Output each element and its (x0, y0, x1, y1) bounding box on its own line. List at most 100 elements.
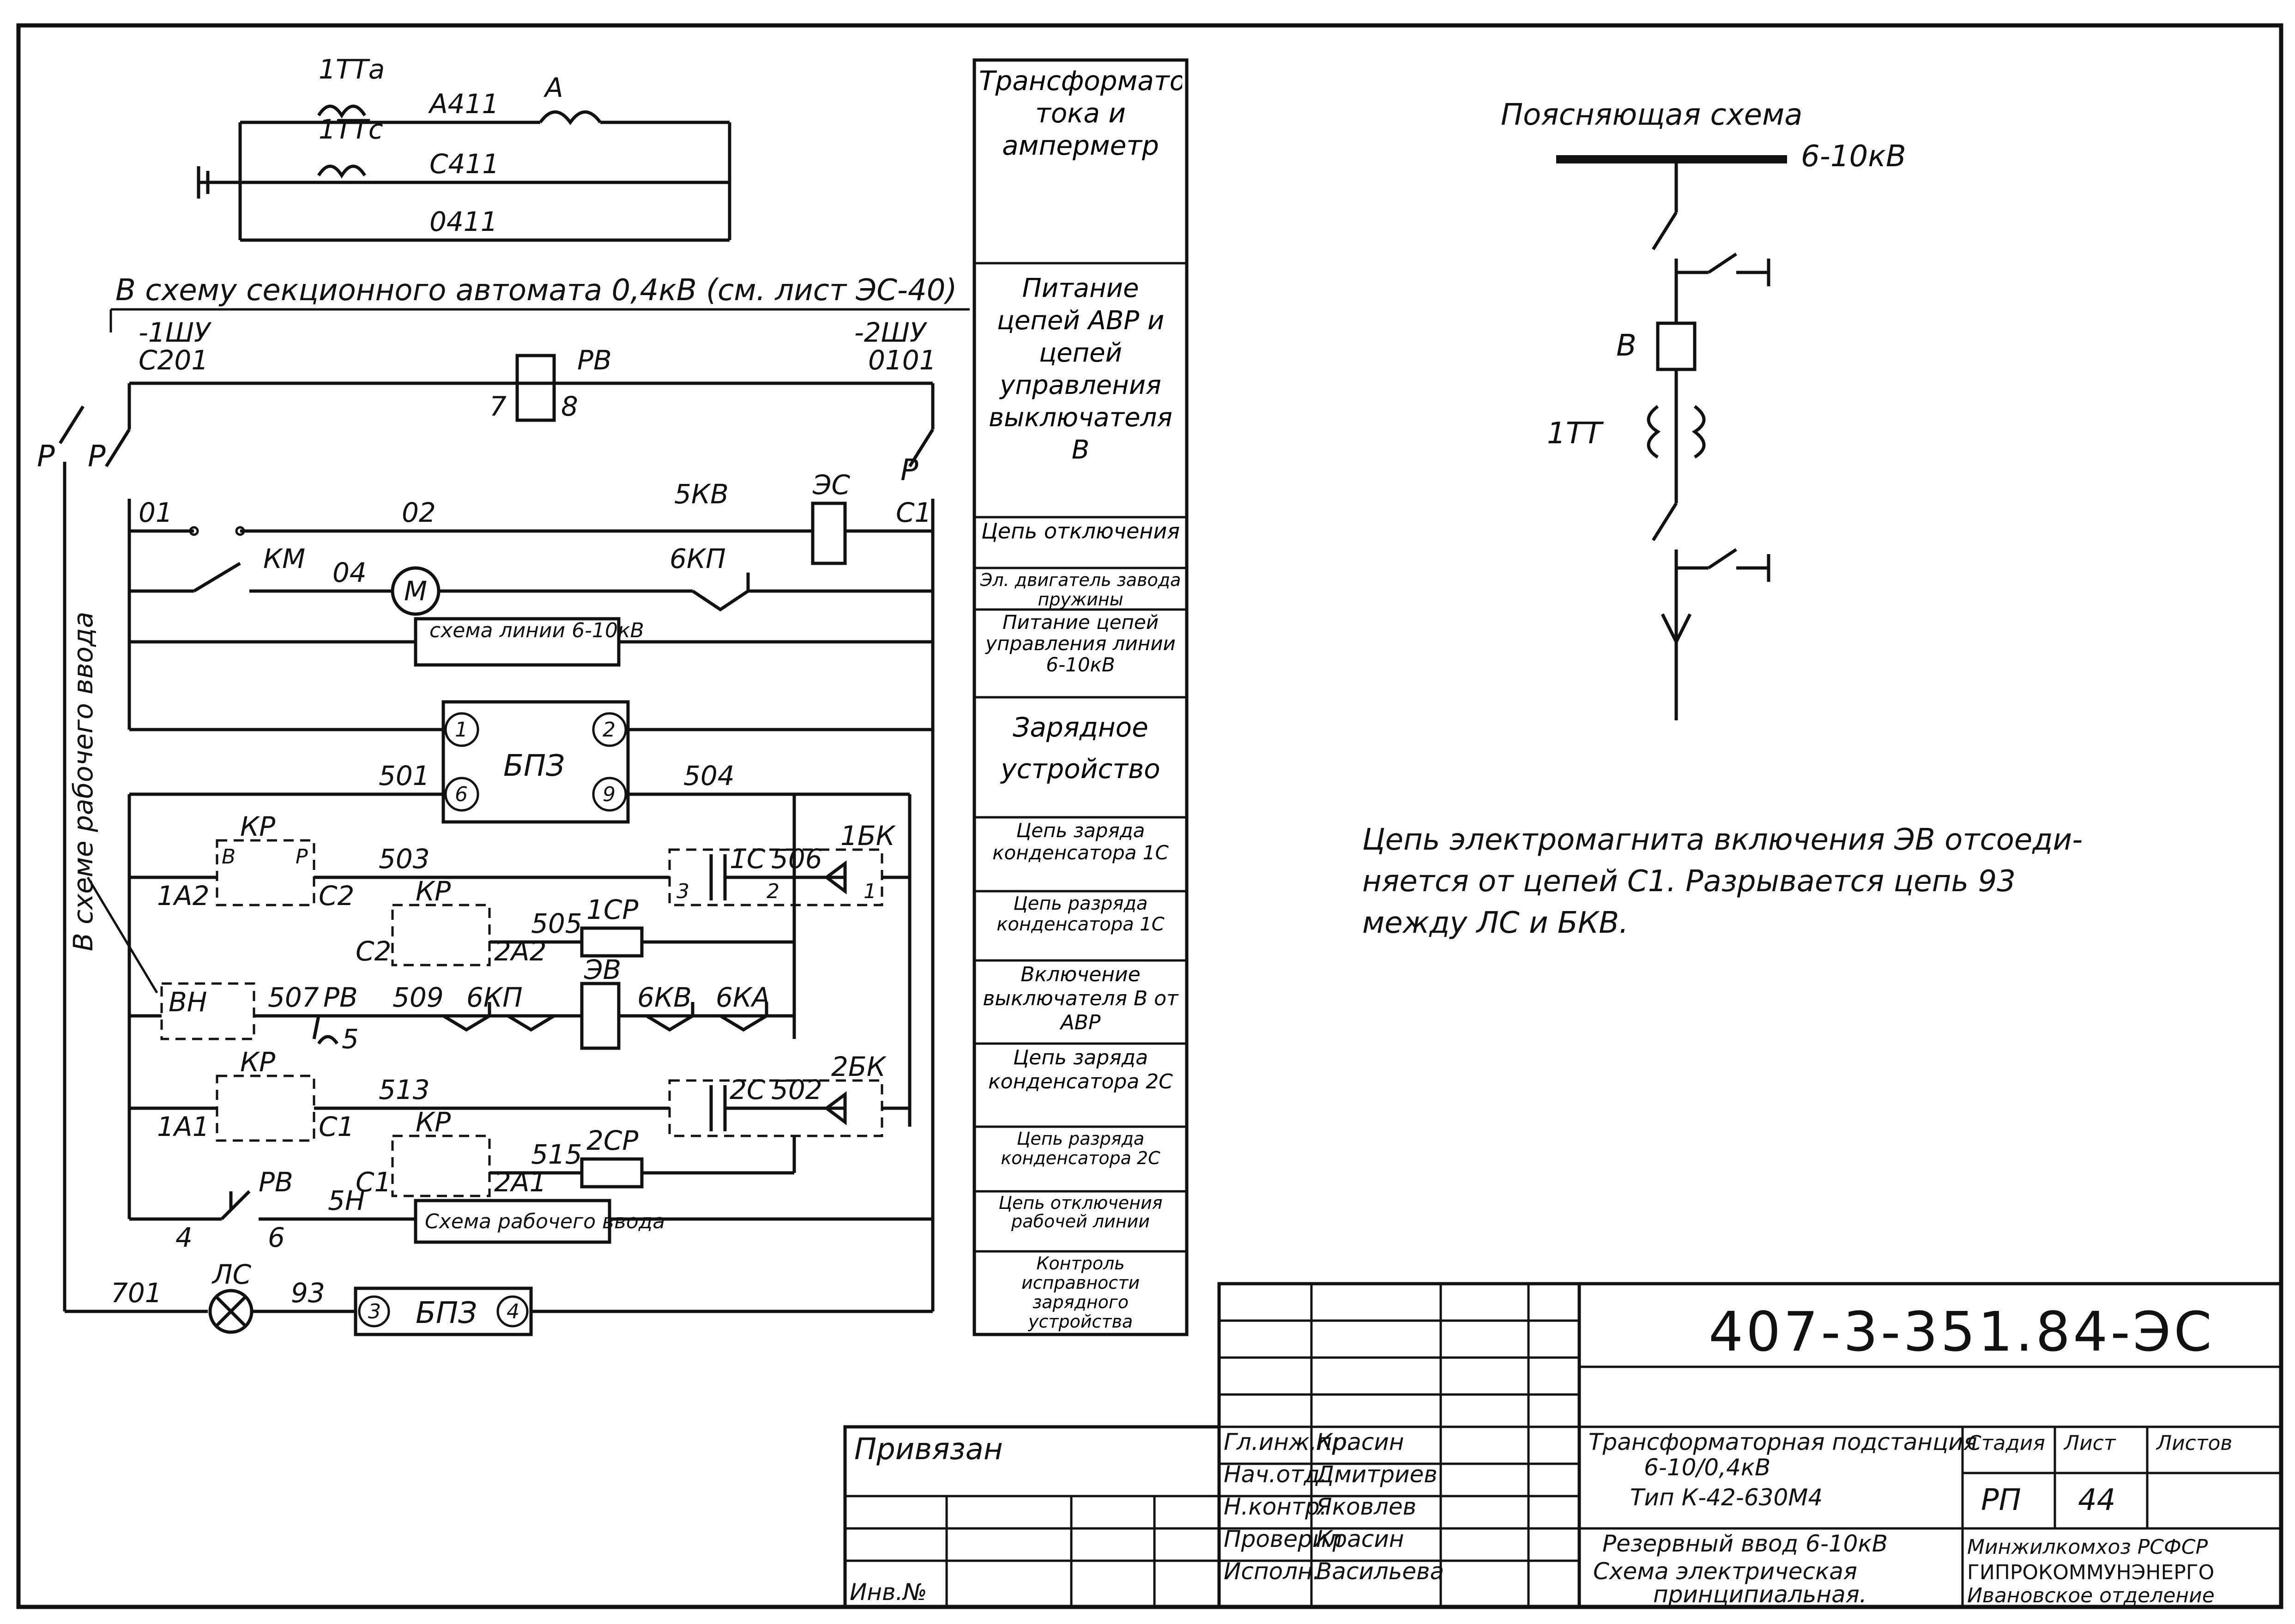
privyazan-label: Привязан (854, 1432, 1003, 1467)
n1cp-label: 1СР (586, 894, 638, 925)
n502-label: 502 (771, 1074, 822, 1105)
n6-label: 6 (268, 1222, 285, 1253)
pin-1-label: 1 (864, 880, 876, 903)
side-cell-2: Питание цепей АВР и цепей управления вык… (989, 273, 1172, 465)
n503-label: 503 (379, 843, 430, 875)
rail-right-bottom: 0101 (868, 344, 936, 376)
side-column: Трансформаторы тока и амперметр Питание … (972, 58, 1189, 1336)
rail-left-top: -1ШУ (139, 317, 212, 348)
org-line-1: Минжилкомхоз РСФСР (1967, 1535, 2208, 1559)
side-cell-8: Цепь разряда конденсатора 1С (997, 894, 1165, 935)
bpz-pin-2: 2 (603, 718, 616, 742)
org-line-2: ГИПРОКОММУНЭНЕРГО (1967, 1561, 2214, 1584)
bh-label: ВН (169, 986, 207, 1018)
ct-c-label: 1ТТс (319, 114, 383, 145)
wire-a-label: А411 (428, 88, 499, 120)
role-5: Исполн. (1224, 1558, 1320, 1585)
n6kb-label: 6КВ (637, 982, 692, 1013)
n6ka-label: 6КА (716, 982, 770, 1013)
ct-block: 1ТТа 1ТТс А411 С411 0411 А (197, 54, 731, 242)
line-scheme-label: схема линии 6-10кВ (429, 619, 644, 642)
sheet-line-1: Резервный ввод 6-10кВ (1602, 1530, 1888, 1557)
n1c-label: 1С (730, 843, 766, 875)
wire-c-label: С411 (429, 148, 499, 180)
pin-2-label: 2 (767, 880, 779, 903)
ct-a-label: 1ТТа (319, 54, 385, 85)
n5h-label: 5Н (328, 1185, 365, 1216)
explanatory-scheme: Поясняющая схема 6-10кВ В 1ТТ (1501, 98, 1906, 720)
n513-label: 513 (379, 1074, 430, 1105)
n515-label: 515 (531, 1139, 582, 1170)
sheet-line-2: Схема электрическая (1593, 1558, 1857, 1585)
name-1: Красин (1316, 1429, 1404, 1455)
note-line-3: между ЛС и БКВ. (1362, 906, 1628, 940)
bpz2-pin-4: 4 (507, 1300, 519, 1323)
n507-label: 507 (268, 982, 319, 1013)
eb-label: ЭВ (584, 954, 621, 985)
n505-label: 505 (531, 908, 582, 939)
main-header: В схему секционного автомата 0,4кВ (см. … (115, 273, 957, 308)
n1bk-label: 1БК (840, 820, 896, 851)
side-cell-7: Цепь заряда конденсатора 1С (992, 820, 1169, 864)
inv-label: Инв.№ (850, 1579, 927, 1606)
n2a2-label: 2А2 (494, 936, 546, 967)
privyazan-block: Привязан Инв.№ (843, 1425, 1221, 1609)
bpz-label: БПЗ (503, 749, 565, 783)
name-5: Васильева (1316, 1558, 1444, 1585)
b-label: В (222, 845, 236, 869)
n509-label: 509 (393, 982, 444, 1013)
p1-label: Р (37, 440, 55, 474)
n93-label: 93 (291, 1277, 325, 1309)
explanatory-title: Поясняющая схема (1501, 98, 1802, 132)
explanatory-voltage: 6-10кВ (1801, 139, 1906, 174)
project-line-2: 6-10/0,4кВ (1644, 1454, 1770, 1481)
role-3: Н.контр. (1224, 1493, 1327, 1520)
title-block: 407-3-351.84-ЭС Гл.инж.пр. Нач.отд. Н.ко… (1217, 1282, 2283, 1609)
sheets-header: Листов (2156, 1431, 2232, 1455)
lc-label: ЛС (211, 1259, 252, 1290)
c1-label: С1 (896, 497, 931, 528)
nc2-label: С2 (319, 880, 354, 912)
n7-label: 7 (489, 391, 507, 422)
rail-right-top: -2ШУ (854, 317, 928, 348)
n2cp-label: 2СР (586, 1125, 638, 1156)
note-line-1: Цепь электромагнита включения ЭВ отсоеди… (1362, 823, 2083, 857)
side-cell-9: Включение выключателя В от АВР (983, 963, 1178, 1034)
kp4-label: КР (416, 1106, 451, 1138)
n8-label: 8 (561, 391, 578, 422)
n506-label: 506 (771, 843, 822, 875)
name-2: Дмитриев (1315, 1461, 1437, 1488)
stage-value: РП (1981, 1483, 2021, 1517)
n5kb-label: 5КВ (674, 478, 729, 510)
bpz2-label: БПЗ (416, 1296, 477, 1330)
sheet-line-3: принципиальная. (1653, 1581, 1867, 1608)
n01-label: 01 (139, 497, 173, 528)
n1a2-label: 1А2 (157, 880, 209, 912)
n2c-label: 2С (730, 1074, 766, 1105)
note-line-2: няется от цепей С1. Разрывается цепь 93 (1362, 864, 2016, 899)
n504-label: 504 (683, 760, 735, 791)
kp1-label: КР (240, 811, 275, 842)
org-line-3: Ивановское отделение (1967, 1584, 2215, 1607)
n6kp2-label: 6КП (466, 982, 523, 1013)
kp2-label: КР (416, 875, 451, 907)
nc1b-label: С1 (356, 1166, 391, 1198)
project-line-3: Тип К-42-630М4 (1630, 1484, 1823, 1511)
side-cell-5: Питание цепей управления линии 6-10кВ (985, 612, 1176, 676)
side-cell-11: Цепь разряда конденсатора 2С (1001, 1129, 1160, 1168)
vertical-label: В схеме рабочего ввода (67, 612, 99, 951)
name-3: Яковлев (1316, 1493, 1416, 1520)
n701-label: 701 (111, 1277, 162, 1309)
pin-3-label: 3 (676, 880, 689, 903)
role-4: Проверил (1224, 1526, 1342, 1552)
name-4: Красин (1316, 1526, 1404, 1552)
n04-label: 04 (332, 557, 367, 588)
nc2b-label: С2 (356, 936, 391, 967)
sheet-header: Лист (2063, 1431, 2116, 1455)
bpz2-pin-3: 3 (368, 1300, 381, 1323)
motor-label: М (404, 575, 427, 607)
ec-label: ЭС (812, 469, 850, 501)
stage-header: Стадия (1967, 1431, 2045, 1455)
n2bk-label: 2БК (831, 1051, 887, 1082)
